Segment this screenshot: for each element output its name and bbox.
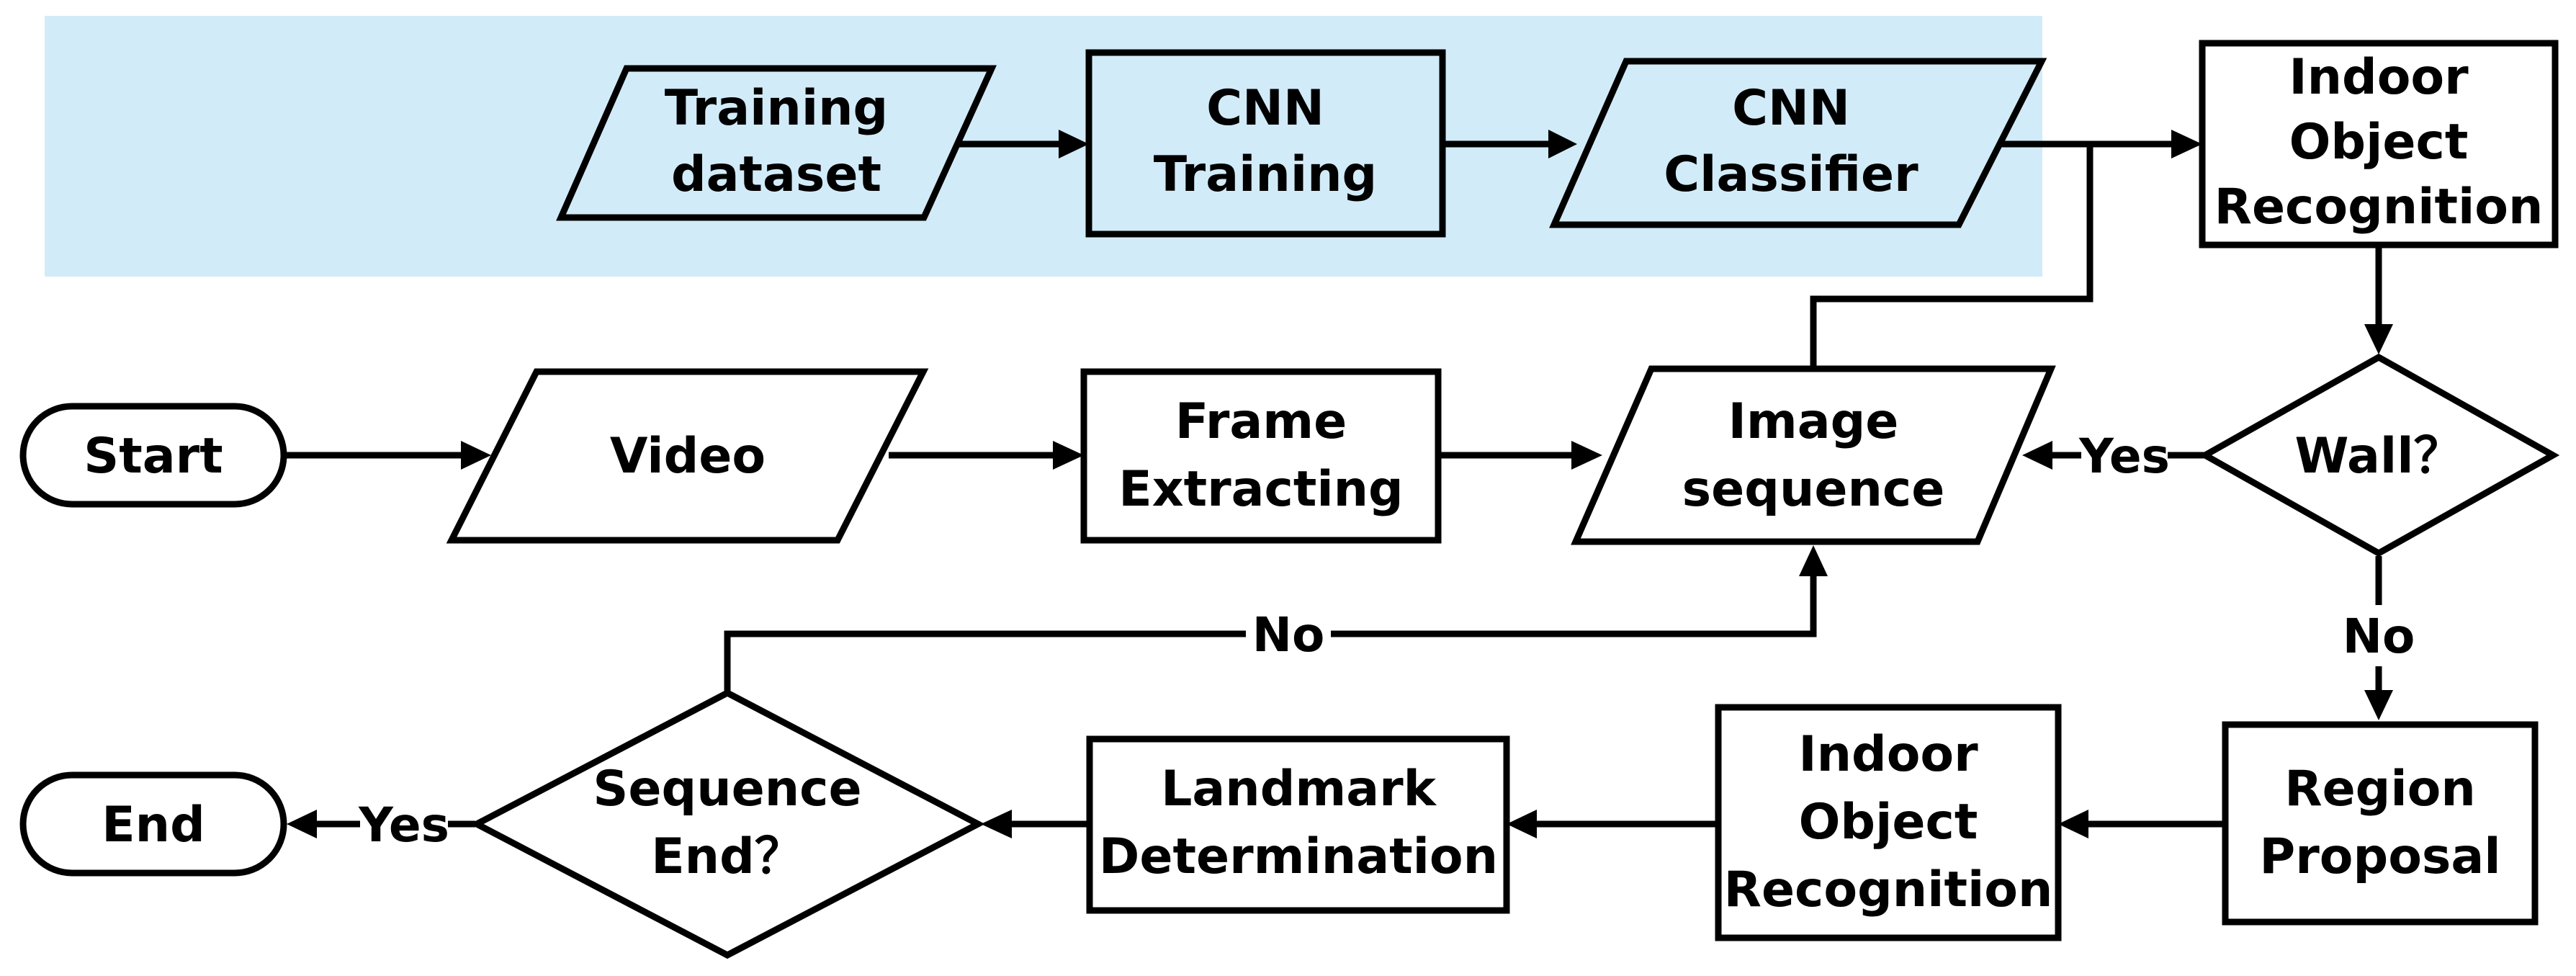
node-indoor-object-recognition-bottom [1715,704,2062,941]
label-recognition-bottom-line3: Recognition [1724,861,2053,918]
arrowhead-icon [1507,810,1537,838]
label-wall-decision: Wall？ [2294,428,2462,485]
edge-label-wall-no: No [2343,609,2415,664]
label-recognition-top-line1: Indoor [2289,49,2469,106]
node-wall-decision [2198,353,2560,558]
node-training-dataset [556,65,997,221]
node-video [446,368,929,544]
edge-seq-no [724,630,1246,693]
label-region-line1: Region [2284,761,2476,818]
node-cnn-classifier [1549,58,2047,228]
node-indoor-object-recognition-top [2199,40,2559,249]
arrowhead-icon [2022,441,2052,470]
label-frame-extracting-line2: Extracting [1118,461,1403,518]
edge-seq-no [1331,576,1817,637]
arrowhead-icon [1571,441,1602,470]
label-landmark-line1: Landmark [1161,761,1437,818]
arrowhead-icon [287,810,317,838]
arrowhead-icon [2364,324,2393,354]
label-seq-end-line1: Sequence [593,761,861,818]
label-recognition-top-line2: Object [2289,114,2469,171]
node-frame-extracting [1080,368,1442,544]
arrowhead-icon [2171,130,2202,158]
edge-label-seq-no: No [1252,607,1325,663]
node-region-proposal [2222,721,2539,926]
arrowhead-icon [1799,545,1828,576]
edge-label-wall-yes: Yes [2078,429,2170,484]
label-landmark-line2: Determination [1099,828,1498,885]
arrowhead-icon [461,441,491,470]
arrowhead-icon [981,810,1012,838]
edge-sequence-to-recognition [1810,144,2093,369]
arrowhead-icon [1053,441,1084,470]
arrowhead-icon [1548,130,1577,158]
label-recognition-top-line3: Recognition [2214,179,2544,236]
arrowhead-icon [2058,810,2088,838]
arrowhead-icon [2364,690,2393,720]
label-end: End [102,797,205,854]
label-cnn-classifier-line2: Classifier [1664,146,1918,203]
label-start: Start [84,428,223,485]
node-landmark-determination [1086,735,1510,914]
node-start [19,403,287,508]
label-recognition-bottom-line1: Indoor [1798,726,1978,783]
label-training-dataset-line1: Training [665,80,888,137]
node-end [19,771,287,877]
label-cnn-classifier-line1: CNN [1732,80,1850,137]
node-image-sequence [1571,365,2056,545]
label-image-sequence-line2: sequence [1682,461,1945,518]
label-frame-extracting-line1: Frame [1175,393,1347,450]
label-training-dataset-line2: dataset [671,146,881,203]
label-recognition-bottom-line2: Object [1799,794,1978,851]
label-cnn-training-line1: CNN [1206,80,1324,137]
label-cnn-training-line2: Training [1154,146,1377,203]
node-sequence-end-decision [470,689,985,959]
arrowhead-icon [1059,130,1089,158]
label-seq-end-line2: End？ [651,828,804,885]
node-cnn-training [1085,49,1446,238]
label-region-line2: Proposal [2259,828,2500,885]
label-image-sequence-line1: Image [1728,393,1899,450]
label-video: Video [610,428,766,485]
connectors [284,130,2393,838]
edge-label-seq-yes: Yes [358,797,449,853]
